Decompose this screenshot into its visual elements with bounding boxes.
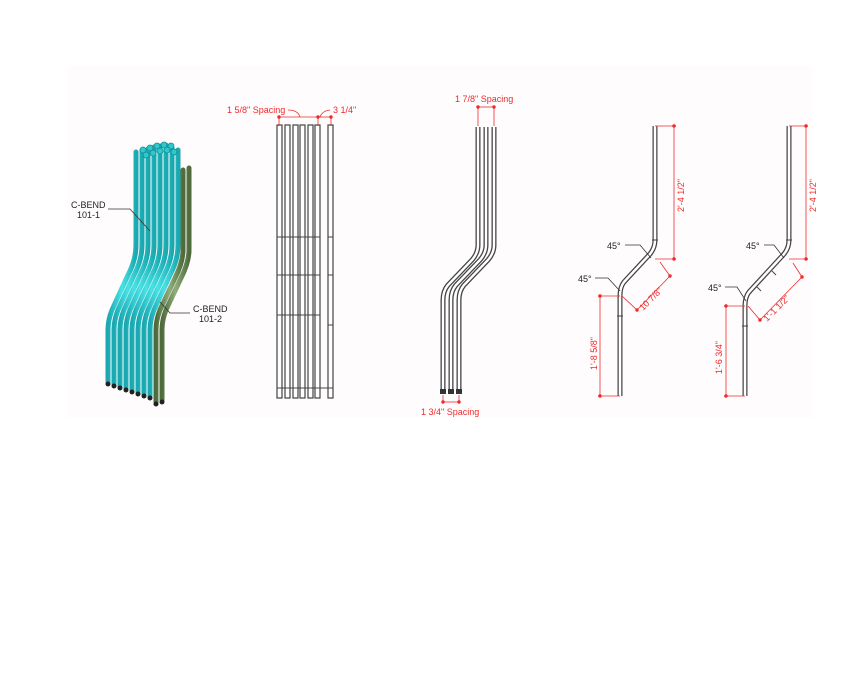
callout-leaders: [108, 208, 190, 314]
c-bend-101-2-bars: [153, 165, 192, 405]
callout-101-2-line2: 101-2: [199, 314, 222, 324]
bend-detail-1-dimensions: [598, 124, 676, 398]
front-view-dimensions: [277, 109, 333, 126]
bend-detail-2: 45° 45° 2'-4 1/2" 1'-1 1/2" 1'-6 3/4": [708, 124, 818, 398]
bend-1-dim-lower-leg: 1'-8 5/8": [589, 337, 599, 370]
side-view: 1 7/8" Spacing 1 3/4" Spacing: [421, 94, 513, 417]
front-view-bars: [276, 124, 334, 399]
bend-detail-1-bar: [617, 126, 658, 396]
dim-front-offset: 3 1/4": [333, 105, 356, 115]
isometric-view: C-BEND 101-1 C-BEND 101-2: [71, 141, 228, 407]
front-view: 1 5/8" Spacing 3 1/4": [227, 105, 356, 399]
c-bend-101-1-bars: [105, 142, 181, 399]
c-bend-101-1-bar-ends: [139, 141, 178, 159]
bend-2-dim-upper-leg: 2'-4 1/2": [808, 179, 818, 212]
bend-detail-2-bar: [742, 126, 792, 396]
bar-end-caps: [105, 381, 165, 407]
bend-1-angle-upper: 45°: [607, 241, 621, 251]
bend-2-dim-diagonal: 1'-1 1/2": [761, 293, 791, 323]
bend-2-angle-lower: 45°: [708, 283, 722, 293]
front-view-segment-marks: [277, 236, 333, 389]
side-view-bars-inner: [441, 127, 496, 392]
callout-101-1-line2: 101-1: [77, 210, 100, 220]
bend-detail-1-leaders: [595, 244, 652, 292]
callout-101-2-line1: C-BEND: [193, 304, 228, 314]
side-view-dimensions: [441, 105, 496, 404]
bend-detail-2-leaders: [725, 244, 785, 302]
bend-detail-1: 45° 45° 2'-4 1/2" 10 7/8" 1'-8 5/8": [578, 124, 686, 398]
bend-2-dim-lower-leg: 1'-6 3/4": [714, 341, 724, 374]
bend-1-angle-lower: 45°: [578, 274, 592, 284]
bend-detail-2-dimensions: [724, 124, 808, 398]
dim-side-bottom-spacing: 1 3/4" Spacing: [421, 407, 479, 417]
callout-101-1-line1: C-BEND: [71, 200, 106, 210]
dim-side-top-spacing: 1 7/8" Spacing: [455, 94, 513, 104]
dim-front-spacing: 1 5/8" Spacing: [227, 105, 285, 115]
bend-1-dim-diagonal: 10 7/8": [637, 285, 664, 312]
bend-1-dim-upper-leg: 2'-4 1/2": [676, 179, 686, 212]
bend-2-angle-upper: 45°: [746, 241, 760, 251]
side-view-bar-ends: [440, 389, 462, 394]
